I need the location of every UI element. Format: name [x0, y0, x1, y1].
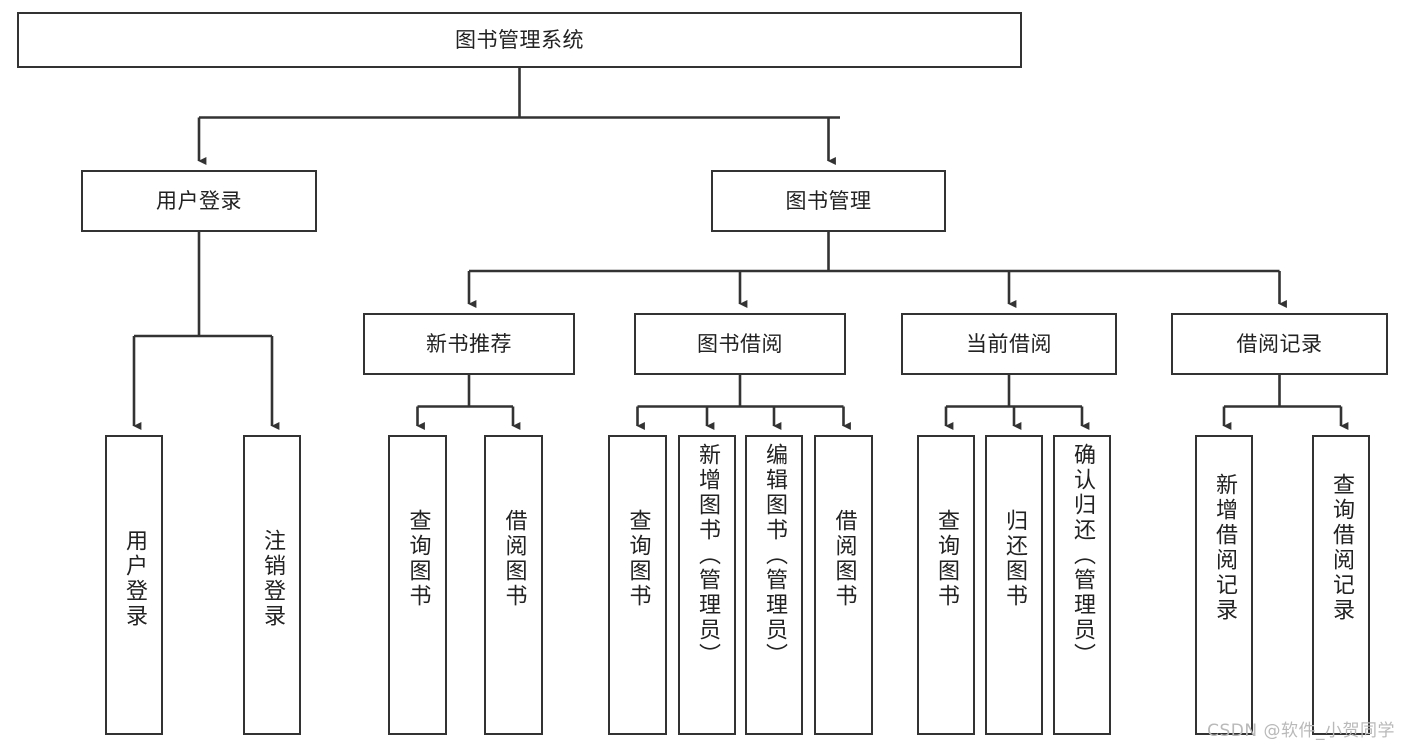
node-label: 图书管理系统	[455, 27, 584, 52]
node-leaf-user-login[interactable]: 用户登录	[105, 435, 163, 735]
node-leaf-return-book[interactable]: 归还图书	[985, 435, 1043, 735]
node-label: 借阅图书	[501, 509, 527, 609]
node-label: 查询图书	[625, 509, 651, 609]
node-label: 图书管理	[785, 188, 872, 213]
node-label: 用户登录	[122, 529, 147, 629]
node-label: 当前借阅	[966, 331, 1052, 356]
node-current-borrowing[interactable]: 当前借阅	[901, 313, 1117, 375]
node-leaf-add-book-admin[interactable]: 新增图书（管理员）	[678, 435, 736, 735]
node-label: 查询图书	[934, 509, 959, 609]
node-label: 用户登录	[156, 188, 242, 213]
node-leaf-borrow-book-recommend[interactable]: 借阅图书	[484, 435, 543, 735]
node-root-system[interactable]: 图书管理系统	[17, 12, 1022, 68]
node-label: 新增借阅记录	[1212, 473, 1237, 623]
node-label: 归还图书	[1002, 509, 1027, 609]
node-leaf-query-book-current[interactable]: 查询图书	[917, 435, 975, 735]
node-label: 查询图书	[405, 509, 431, 609]
node-label: 查询借阅记录	[1329, 473, 1354, 623]
node-leaf-query-book-recommend[interactable]: 查询图书	[388, 435, 447, 735]
node-leaf-edit-book-admin[interactable]: 编辑图书（管理员）	[745, 435, 803, 735]
node-label: 注销登录	[260, 529, 285, 629]
csdn-watermark: CSDN @软件_小贺同学	[1207, 721, 1395, 741]
node-new-book-recommendation[interactable]: 新书推荐	[363, 313, 575, 375]
node-user-login[interactable]: 用户登录	[81, 170, 317, 232]
node-label: 借阅图书	[831, 509, 857, 609]
node-borrowing-records[interactable]: 借阅记录	[1171, 313, 1388, 375]
node-leaf-logout[interactable]: 注销登录	[243, 435, 301, 735]
node-leaf-query-borrow-record[interactable]: 查询借阅记录	[1312, 435, 1370, 735]
node-label: 借阅记录	[1236, 331, 1323, 356]
node-label: 图书借阅	[697, 331, 783, 356]
node-book-borrowing[interactable]: 图书借阅	[634, 313, 846, 375]
node-leaf-add-borrow-record[interactable]: 新增借阅记录	[1195, 435, 1253, 735]
node-label: 确认归还（管理员）	[1070, 443, 1095, 668]
node-label: 新书推荐	[426, 331, 512, 356]
node-leaf-borrow-book[interactable]: 借阅图书	[814, 435, 873, 735]
node-leaf-confirm-return-admin[interactable]: 确认归还（管理员）	[1053, 435, 1111, 735]
node-label: 编辑图书（管理员）	[762, 443, 787, 668]
node-book-management[interactable]: 图书管理	[711, 170, 946, 232]
node-label: 新增图书（管理员）	[695, 443, 720, 668]
node-leaf-query-book[interactable]: 查询图书	[608, 435, 667, 735]
